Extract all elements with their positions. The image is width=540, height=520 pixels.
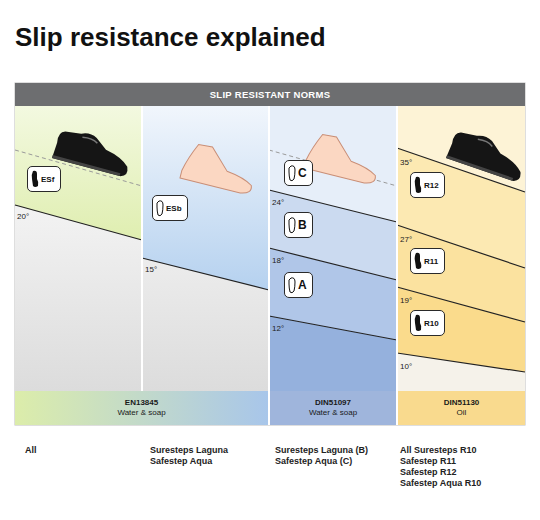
- norm-badge: C: [284, 160, 313, 186]
- product-name: All: [25, 445, 37, 455]
- badge-code: R10: [424, 319, 439, 328]
- standard-band: DIN51130Oil: [398, 391, 525, 425]
- angle-label: 35°: [400, 158, 412, 168]
- shoe-icon: [30, 170, 40, 188]
- product-name: Suresteps Laguna (B): [275, 445, 368, 455]
- header-bar: SLIP RESISTANT NORMS: [15, 83, 525, 106]
- page-title: Slip resistance explained: [15, 22, 326, 53]
- badge-code: B: [298, 218, 307, 232]
- badge-code: R11: [424, 257, 438, 266]
- norm-badge: A: [284, 272, 313, 298]
- foot-figure: [304, 131, 383, 185]
- angle-label: 18°: [272, 256, 284, 266]
- badge-code: ESb: [166, 204, 182, 213]
- angle-label: 20°: [17, 212, 29, 222]
- test-medium: Water & soap: [117, 408, 165, 418]
- badge-code: A: [298, 278, 307, 292]
- product-name: Safestep R12: [400, 467, 457, 477]
- angle-label: 24°: [272, 198, 284, 208]
- foot-icon: [155, 199, 165, 217]
- product-name: Suresteps Laguna: [150, 445, 228, 455]
- shoe-icon: [413, 314, 423, 332]
- product-name: Safestep Aqua: [150, 456, 212, 466]
- badge-code: R12: [424, 181, 439, 190]
- foot-icon: [287, 216, 297, 234]
- norm-badge: R11: [410, 248, 445, 274]
- test-medium: Oil: [457, 408, 467, 418]
- norm-badge: R10: [410, 310, 445, 336]
- angle-label: 12°: [272, 324, 284, 334]
- angle-label: 27°: [400, 235, 412, 245]
- foot-icon: [287, 276, 297, 294]
- shoe-icon: [413, 176, 423, 194]
- badge-code: C: [298, 166, 307, 180]
- test-medium: Water & soap: [309, 408, 357, 418]
- shoe-icon: [413, 252, 423, 270]
- angle-label: 19°: [400, 296, 412, 306]
- product-name: Safestep Aqua R10: [400, 478, 481, 488]
- foot-figure: [180, 141, 259, 195]
- norm-badge: B: [284, 212, 313, 238]
- product-name: Safestep R11: [400, 456, 456, 466]
- angle-label: 15°: [145, 265, 157, 275]
- product-name: All Suresteps R10: [400, 445, 477, 455]
- header-text: SLIP RESISTANT NORMS: [210, 89, 331, 100]
- norm-badge: ESf: [27, 166, 61, 192]
- norm-badge: ESb: [152, 195, 188, 221]
- standard-name: DIN51097: [315, 398, 351, 408]
- shoe-figure: [52, 126, 134, 178]
- product-name: Safestep Aqua (C): [275, 456, 352, 466]
- badge-code: ESf: [41, 175, 54, 184]
- angle-label: 10°: [400, 362, 412, 372]
- standard-band: EN13845Water & soap: [15, 391, 268, 425]
- foot-icon: [287, 164, 297, 182]
- shoe-figure: [446, 127, 529, 183]
- norm-badge: R12: [410, 172, 445, 198]
- standard-name: DIN51130: [444, 398, 480, 408]
- standard-name: EN13845: [125, 398, 158, 408]
- standard-band: DIN51097Water & soap: [270, 391, 396, 425]
